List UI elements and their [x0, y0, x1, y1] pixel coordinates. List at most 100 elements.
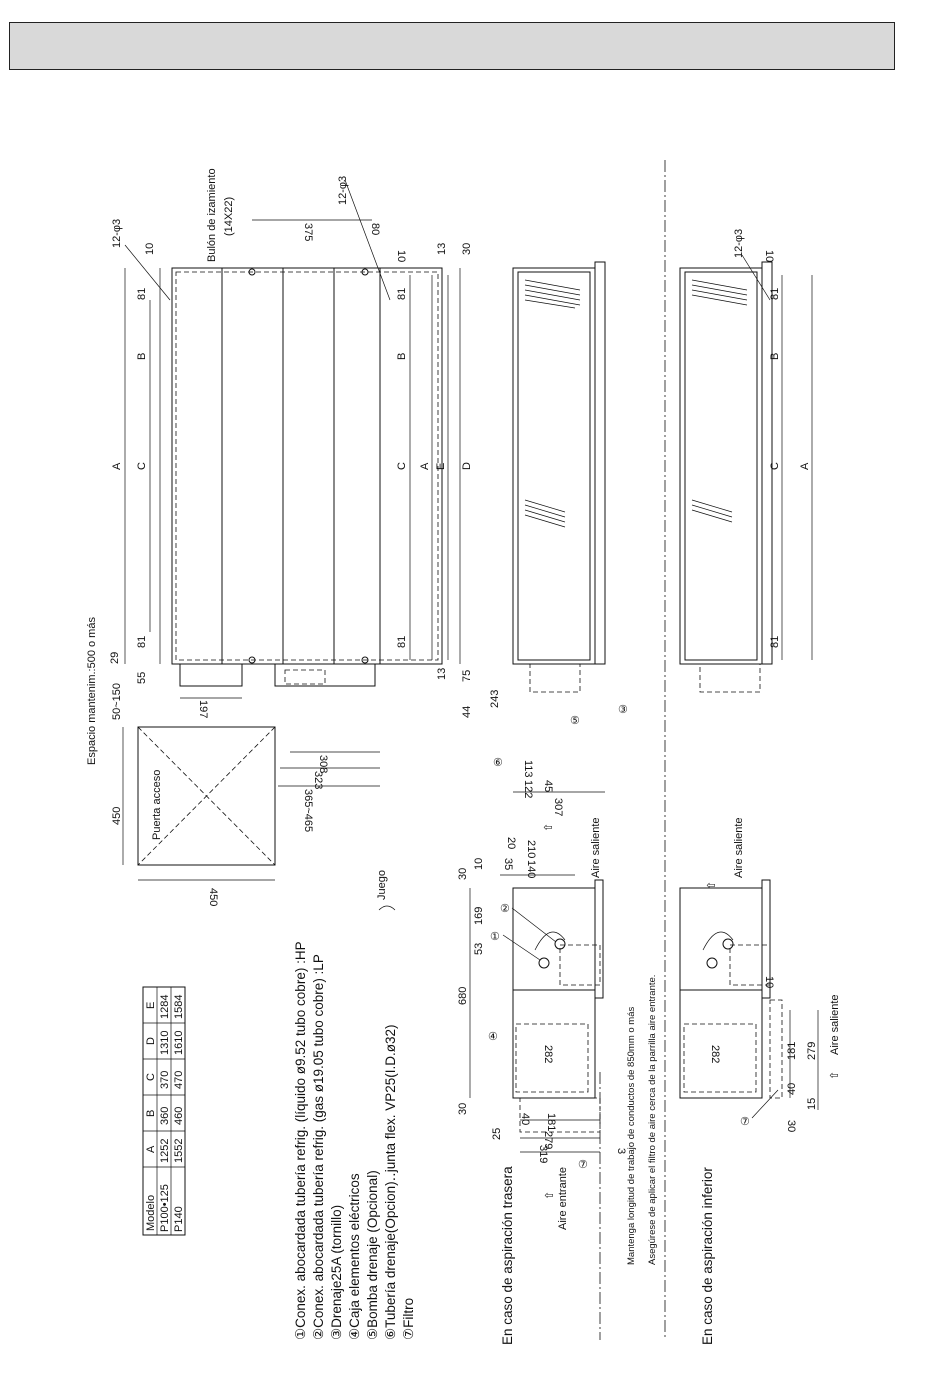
table-cell: 1610 — [173, 1031, 185, 1055]
table-header-modelo: Modelo — [145, 1195, 157, 1231]
dim-25: 25 — [491, 1128, 503, 1140]
dim-d: D — [461, 462, 473, 470]
dim-450-bottom: 450 — [207, 888, 219, 906]
air-out-arrow-bottom-top: ⇧ — [706, 881, 718, 890]
dim-279-bottom: 279 — [806, 1042, 818, 1060]
dim-10-rv: 10 — [763, 250, 775, 262]
dim-323: 323 — [312, 771, 324, 789]
top-view: 81 B A C 81 29 55 197 10 12-φ3 Bulón de … — [109, 168, 501, 832]
dim-b-right: B — [396, 353, 408, 360]
dim-13-top: 13 — [436, 243, 448, 255]
dim-44: 44 — [461, 706, 473, 718]
duct-note: Mantenga longitud de trabajo de conducto… — [626, 1007, 637, 1265]
table-header-d: D — [145, 1037, 157, 1045]
dim-30-bottom: 30 — [785, 1120, 797, 1132]
holes-label-rv: 12-φ3 — [733, 229, 745, 258]
dim-210: 210 — [525, 840, 537, 858]
holes-label-right: 12-φ3 — [337, 176, 349, 205]
callout-7-bottom: ⑦ — [740, 1116, 750, 1128]
table-cell: 1552 — [173, 1139, 185, 1163]
dim-81-bottom-left: 81 — [136, 636, 148, 648]
callout-7-rear: ⑦ — [578, 1159, 588, 1171]
access-door-label: Puerta acceso — [151, 770, 163, 840]
dim-a-right: A — [419, 462, 431, 470]
header-bar — [9, 22, 895, 70]
dim-181-rear: 181 — [545, 1113, 557, 1131]
dim-10-bottom: 10 — [763, 976, 775, 988]
dim-15: 15 — [806, 1098, 818, 1110]
right-view: 81 B C A 81 10 12-φ3 — [679, 229, 813, 693]
dim-282-bottom: 282 — [709, 1045, 721, 1063]
dim-122: 122 — [522, 780, 534, 798]
legend-item-2: ②Conex. abocardada tubería refrig. (gas … — [311, 954, 326, 1340]
dim-243: 243 — [489, 690, 501, 708]
dim-30-top: 30 — [461, 243, 473, 255]
dim-3: 3 — [615, 1148, 627, 1154]
dim-307: 307 — [552, 798, 564, 816]
dim-113: 113 — [522, 760, 534, 778]
dim-450-left: 450 — [111, 807, 123, 825]
dim-c-rv: C — [769, 462, 781, 470]
air-in-arrow-rear: ⇧ — [544, 1191, 556, 1200]
callout-4: ④ — [488, 1031, 498, 1043]
dim-c-right: C — [396, 462, 408, 470]
rear-suction-view: 282 ④ ① ② 30 10 169 53 680 30 25 40 181 … — [457, 817, 658, 1265]
table-header-a: A — [145, 1145, 157, 1153]
dim-10-top: 10 — [144, 243, 156, 255]
dim-680: 680 — [457, 987, 469, 1005]
lifting-bolt-size: (14X22) — [223, 197, 235, 236]
dim-20: 20 — [505, 837, 517, 849]
dim-169: 169 — [473, 907, 485, 925]
legend-item-1: ①Conex. abocardada tubería refrig. (líqu… — [293, 941, 308, 1340]
table-cell: 1284 — [159, 995, 171, 1019]
dim-50-150: 50~150 — [111, 683, 123, 720]
dim-30-rear-top: 30 — [457, 868, 469, 880]
maintenance-space-label: Espacio mantenim.:500 o más — [86, 617, 98, 765]
section-title-bottom: En caso de aspiración inferior — [700, 1167, 715, 1345]
dim-13-bottom: 13 — [436, 668, 448, 680]
table-header-b: B — [145, 1110, 157, 1117]
access-door: Puerta acceso 450 450 50~150 — [111, 683, 276, 906]
dim-40-bottom: 40 — [786, 1083, 798, 1095]
dim-197: 197 — [197, 700, 209, 718]
table-cell: 470 — [173, 1071, 185, 1089]
dim-a-rv: A — [799, 462, 811, 470]
dim-40-rear: 40 — [519, 1113, 531, 1125]
holes-label-left: 12-φ3 — [111, 219, 123, 248]
air-out-label-bottom-top: Aire saliente — [733, 817, 745, 878]
dim-140: 140 — [525, 860, 537, 878]
air-out-arrow-rear: ⇧ — [543, 823, 555, 832]
lifting-bolt-label: Bulón de izamiento — [206, 168, 218, 262]
dim-30-rear-bottom: 30 — [457, 1103, 469, 1115]
table-cell: 1584 — [173, 995, 185, 1019]
dim-319: 319 — [537, 1145, 549, 1163]
dim-181-bottom: 181 — [786, 1042, 798, 1060]
legend: ①Conex. abocardada tubería refrig. (líqu… — [293, 870, 416, 1340]
air-out-arrow-bottom-side: ⇧ — [829, 1071, 841, 1080]
dim-55: 55 — [136, 672, 148, 684]
dim-75: 75 — [461, 670, 473, 682]
dim-10-rear: 10 — [473, 858, 485, 870]
air-in-label-rear: Aire entrante — [557, 1167, 569, 1230]
legend-bracket-label: Juego — [376, 870, 388, 900]
callout-5: ⑤ — [570, 715, 580, 727]
dim-365-465: 365~465 — [302, 789, 314, 832]
table-cell: 1252 — [159, 1139, 171, 1163]
table-header-e: E — [145, 1002, 157, 1009]
dim-81-rv-bottom: 81 — [769, 636, 781, 648]
dim-375: 375 — [302, 223, 314, 241]
callout-2: ② — [500, 903, 510, 915]
dim-308: 308 — [317, 755, 329, 773]
legend-item-5: ⑤Bomba drenaje (Opcional) — [365, 1170, 380, 1340]
dim-10-top-right: 10 — [395, 250, 407, 262]
table-cell: 370 — [159, 1071, 171, 1089]
dim-80: 80 — [369, 223, 381, 235]
table-cell: P100•125 — [159, 1184, 171, 1232]
dim-35: 35 — [502, 858, 514, 870]
callout-1: ① — [490, 931, 500, 943]
legend-item-4: ④Caja elementos eléctricos — [347, 1173, 362, 1340]
dim-81-right-bottom: 81 — [396, 636, 408, 648]
model-table: Modelo A B C D E P100•125 1252 360 370 1… — [142, 986, 186, 1236]
air-out-label-bottom-side: Aire saliente — [829, 994, 841, 1055]
legend-item-3: ③Drenaje25A (tornillo) — [329, 1205, 344, 1340]
